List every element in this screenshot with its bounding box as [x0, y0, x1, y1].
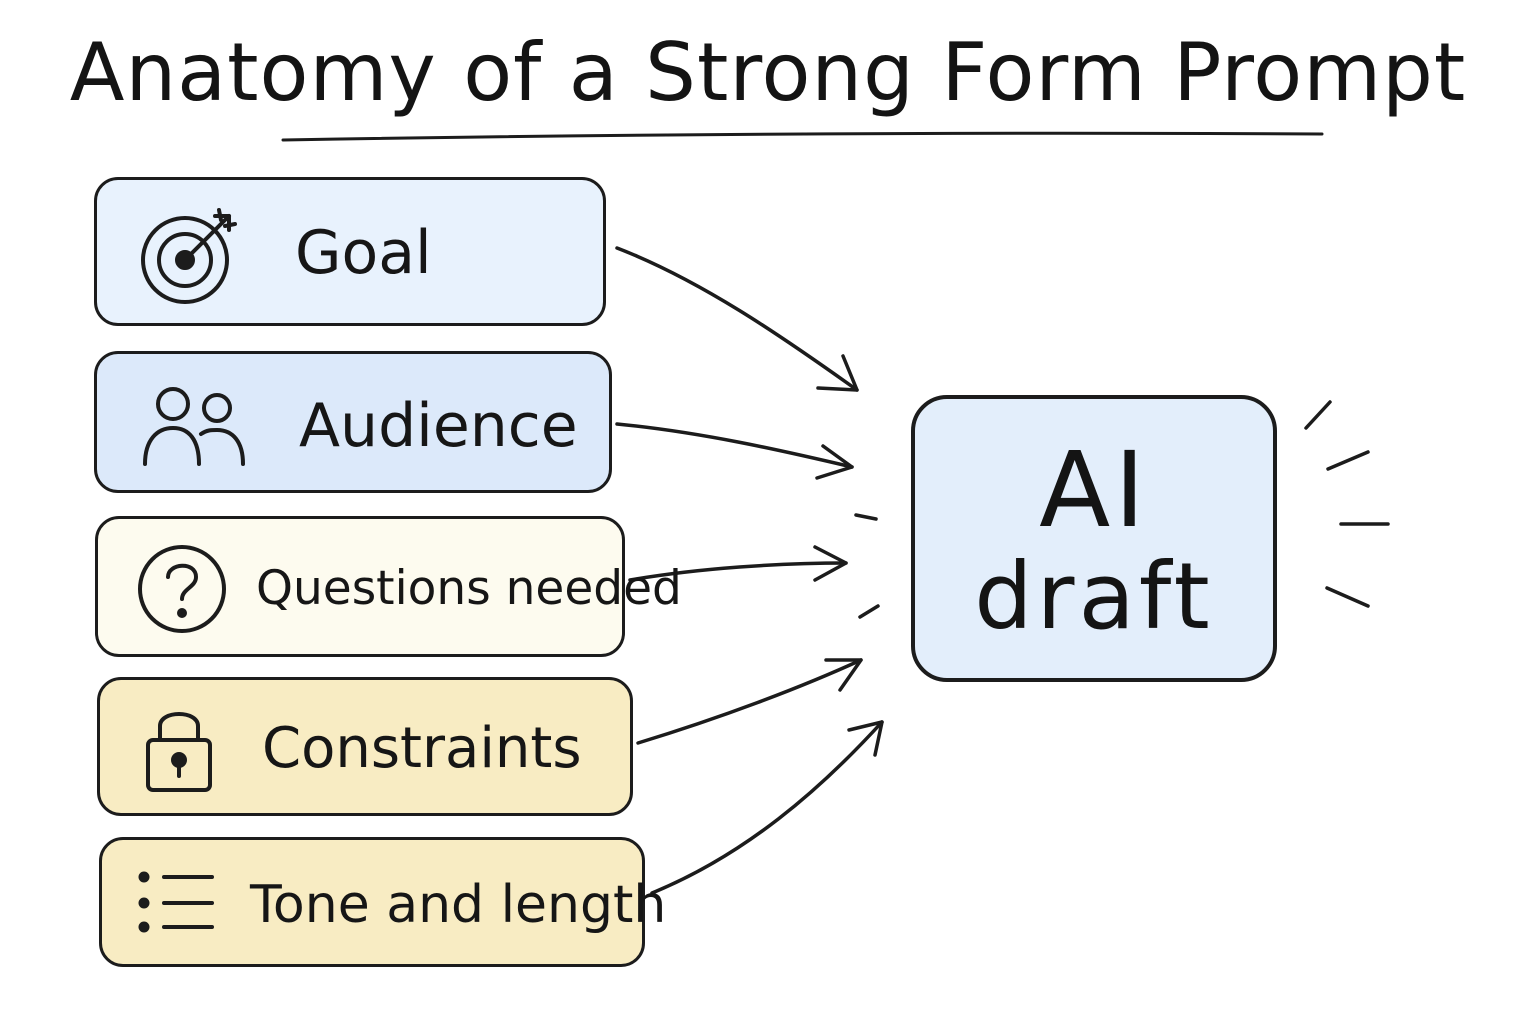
output-line-ai: AI: [1039, 429, 1149, 551]
input-box-tone: Tone and length: [99, 837, 666, 967]
lock-icon: [146, 712, 212, 792]
output-line-draft: draft: [974, 543, 1214, 650]
arrow-audience: [615, 422, 854, 480]
output-box-ai-draft: AI draft: [911, 395, 1277, 682]
target-icon: [141, 208, 237, 304]
input-box-audience: Audience: [94, 351, 612, 493]
input-label-tone: Tone and length: [250, 875, 667, 935]
arrow-goal: [615, 246, 859, 392]
arrow-constraints: [636, 658, 863, 745]
input-label-constraints: Constraints: [262, 716, 582, 781]
input-label-audience: Audience: [299, 391, 578, 461]
input-box-constraints: Constraints: [97, 677, 633, 816]
input-box-goal: Goal: [94, 177, 606, 326]
input-label-goal: Goal: [295, 218, 432, 288]
list-icon: [138, 871, 214, 933]
title-underline: [281, 131, 1324, 142]
question-icon: [138, 545, 226, 633]
input-box-questions: Questions needed: [95, 516, 682, 657]
burst-lines: [854, 400, 1390, 619]
people-icon: [143, 387, 245, 466]
arrow-questions: [628, 545, 848, 582]
input-label-questions: Questions needed: [256, 561, 682, 616]
diagram-title: Anatomy of a Strong Form Prompt: [69, 26, 1467, 119]
arrow-tone: [650, 720, 884, 895]
